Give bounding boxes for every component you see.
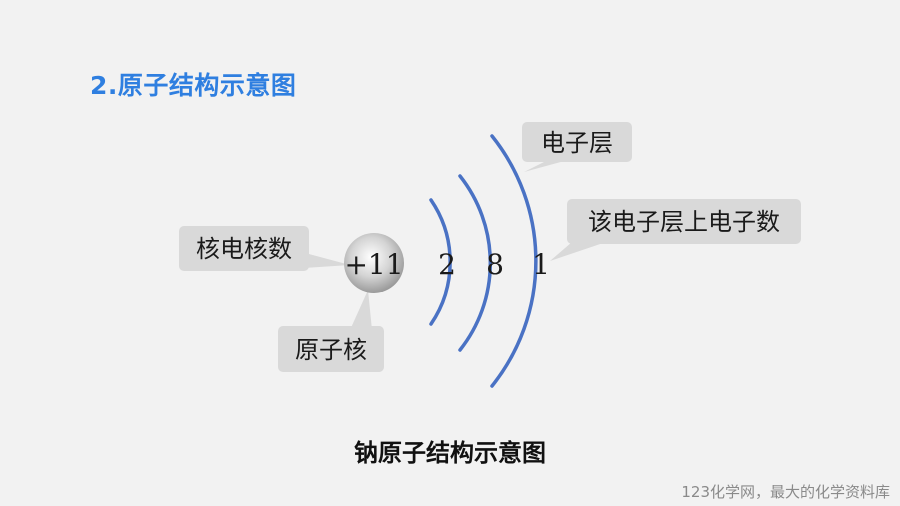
callout-nuclear-charge-box: [179, 226, 309, 271]
callout-nucleus-box: [278, 326, 384, 372]
callout-electron-shell: 电子层: [522, 122, 632, 172]
callout-nucleus-pointer: [350, 290, 372, 330]
page-title: 2.原子结构示意图: [90, 71, 297, 100]
callout-nuclear-charge-label: 核电核数: [196, 235, 292, 263]
callout-electron-shell-box: [522, 122, 632, 162]
watermark-footer: 123化学网，最大的化学资料库: [681, 483, 890, 501]
callout-nucleus: 原子核: [278, 290, 384, 372]
shell-1-electron-count: 2: [438, 248, 456, 281]
callout-electron-shell-label: 电子层: [541, 129, 613, 157]
callout-electron-shell-pointer: [524, 160, 568, 172]
callout-nucleus-label: 原子核: [295, 336, 367, 364]
electron-shell-arc-1: [429, 198, 452, 326]
nuclear-charge-value: +11: [344, 248, 403, 281]
electron-shell-arc-2: [458, 174, 493, 352]
callout-electrons-on-shell: 该电子层上电子数: [550, 199, 801, 261]
callout-nuclear-charge: 核电核数: [179, 226, 350, 271]
nucleus-circle: [344, 233, 404, 293]
callout-electrons-on-shell-box: [567, 199, 801, 244]
diagram-caption: 钠原子结构示意图: [354, 439, 546, 467]
callout-electrons-on-shell-label: 该电子层上电子数: [588, 208, 780, 236]
electron-shell-arc-3: [490, 134, 538, 388]
shell-2-electron-count: 8: [486, 248, 504, 281]
shell-3-electron-count: 1: [532, 248, 550, 281]
